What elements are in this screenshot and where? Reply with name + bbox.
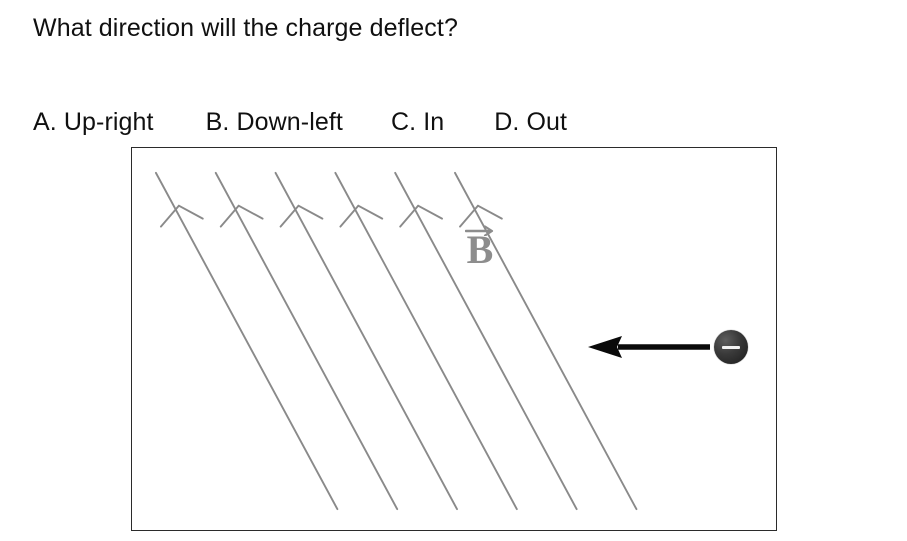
answer-option-d[interactable]: D. Out bbox=[494, 108, 568, 136]
answer-option-a[interactable]: A. Up-right bbox=[33, 108, 154, 136]
field-label-letter: B bbox=[466, 227, 494, 272]
magnetic-field-label: B bbox=[462, 222, 506, 276]
answer-option-c[interactable]: C. In bbox=[390, 108, 445, 136]
minus-sign-icon bbox=[722, 345, 740, 349]
vector-arrow-icon bbox=[465, 225, 494, 236]
answer-options: A. Up-right B. Down-left C. In D. Out bbox=[33, 106, 567, 138]
negative-charge-particle bbox=[714, 330, 748, 364]
page-title: What direction will the charge deflect? bbox=[33, 14, 458, 42]
velocity-arrow-icon bbox=[588, 336, 710, 358]
physics-diagram bbox=[131, 147, 777, 531]
answer-option-b[interactable]: B. Down-left bbox=[205, 108, 343, 136]
magnetic-field-lines bbox=[154, 171, 638, 511]
